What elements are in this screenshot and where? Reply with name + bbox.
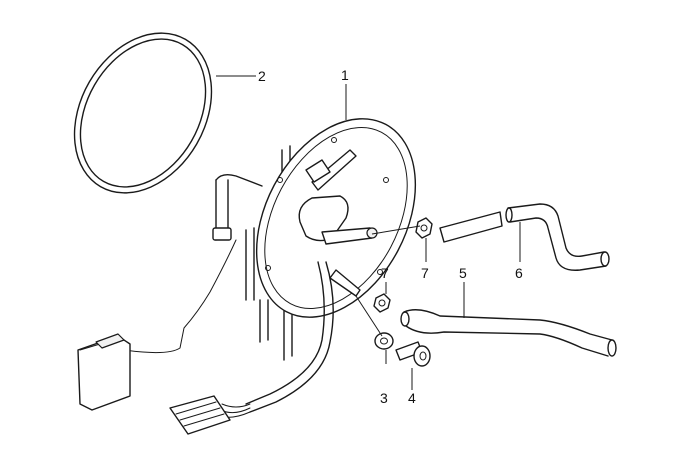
callout-1: 1	[341, 67, 349, 83]
washer-3	[374, 332, 394, 350]
callout-7-lower: 7	[381, 265, 389, 281]
callout-4: 4	[408, 390, 416, 406]
bolt-4	[395, 341, 431, 367]
hose-6	[439, 203, 610, 271]
callout-3: 3	[380, 390, 388, 406]
nut-upper	[415, 217, 433, 239]
sealing-ring	[73, 32, 213, 194]
leader-lines	[216, 75, 521, 390]
callout-7-upper: 7	[421, 265, 429, 281]
callout-2: 2	[258, 68, 266, 84]
callout-6: 6	[515, 265, 523, 281]
fuel-line-5	[400, 309, 617, 357]
nut-lower	[373, 293, 391, 313]
flange-assembly	[77, 118, 417, 435]
callout-5: 5	[459, 265, 467, 281]
